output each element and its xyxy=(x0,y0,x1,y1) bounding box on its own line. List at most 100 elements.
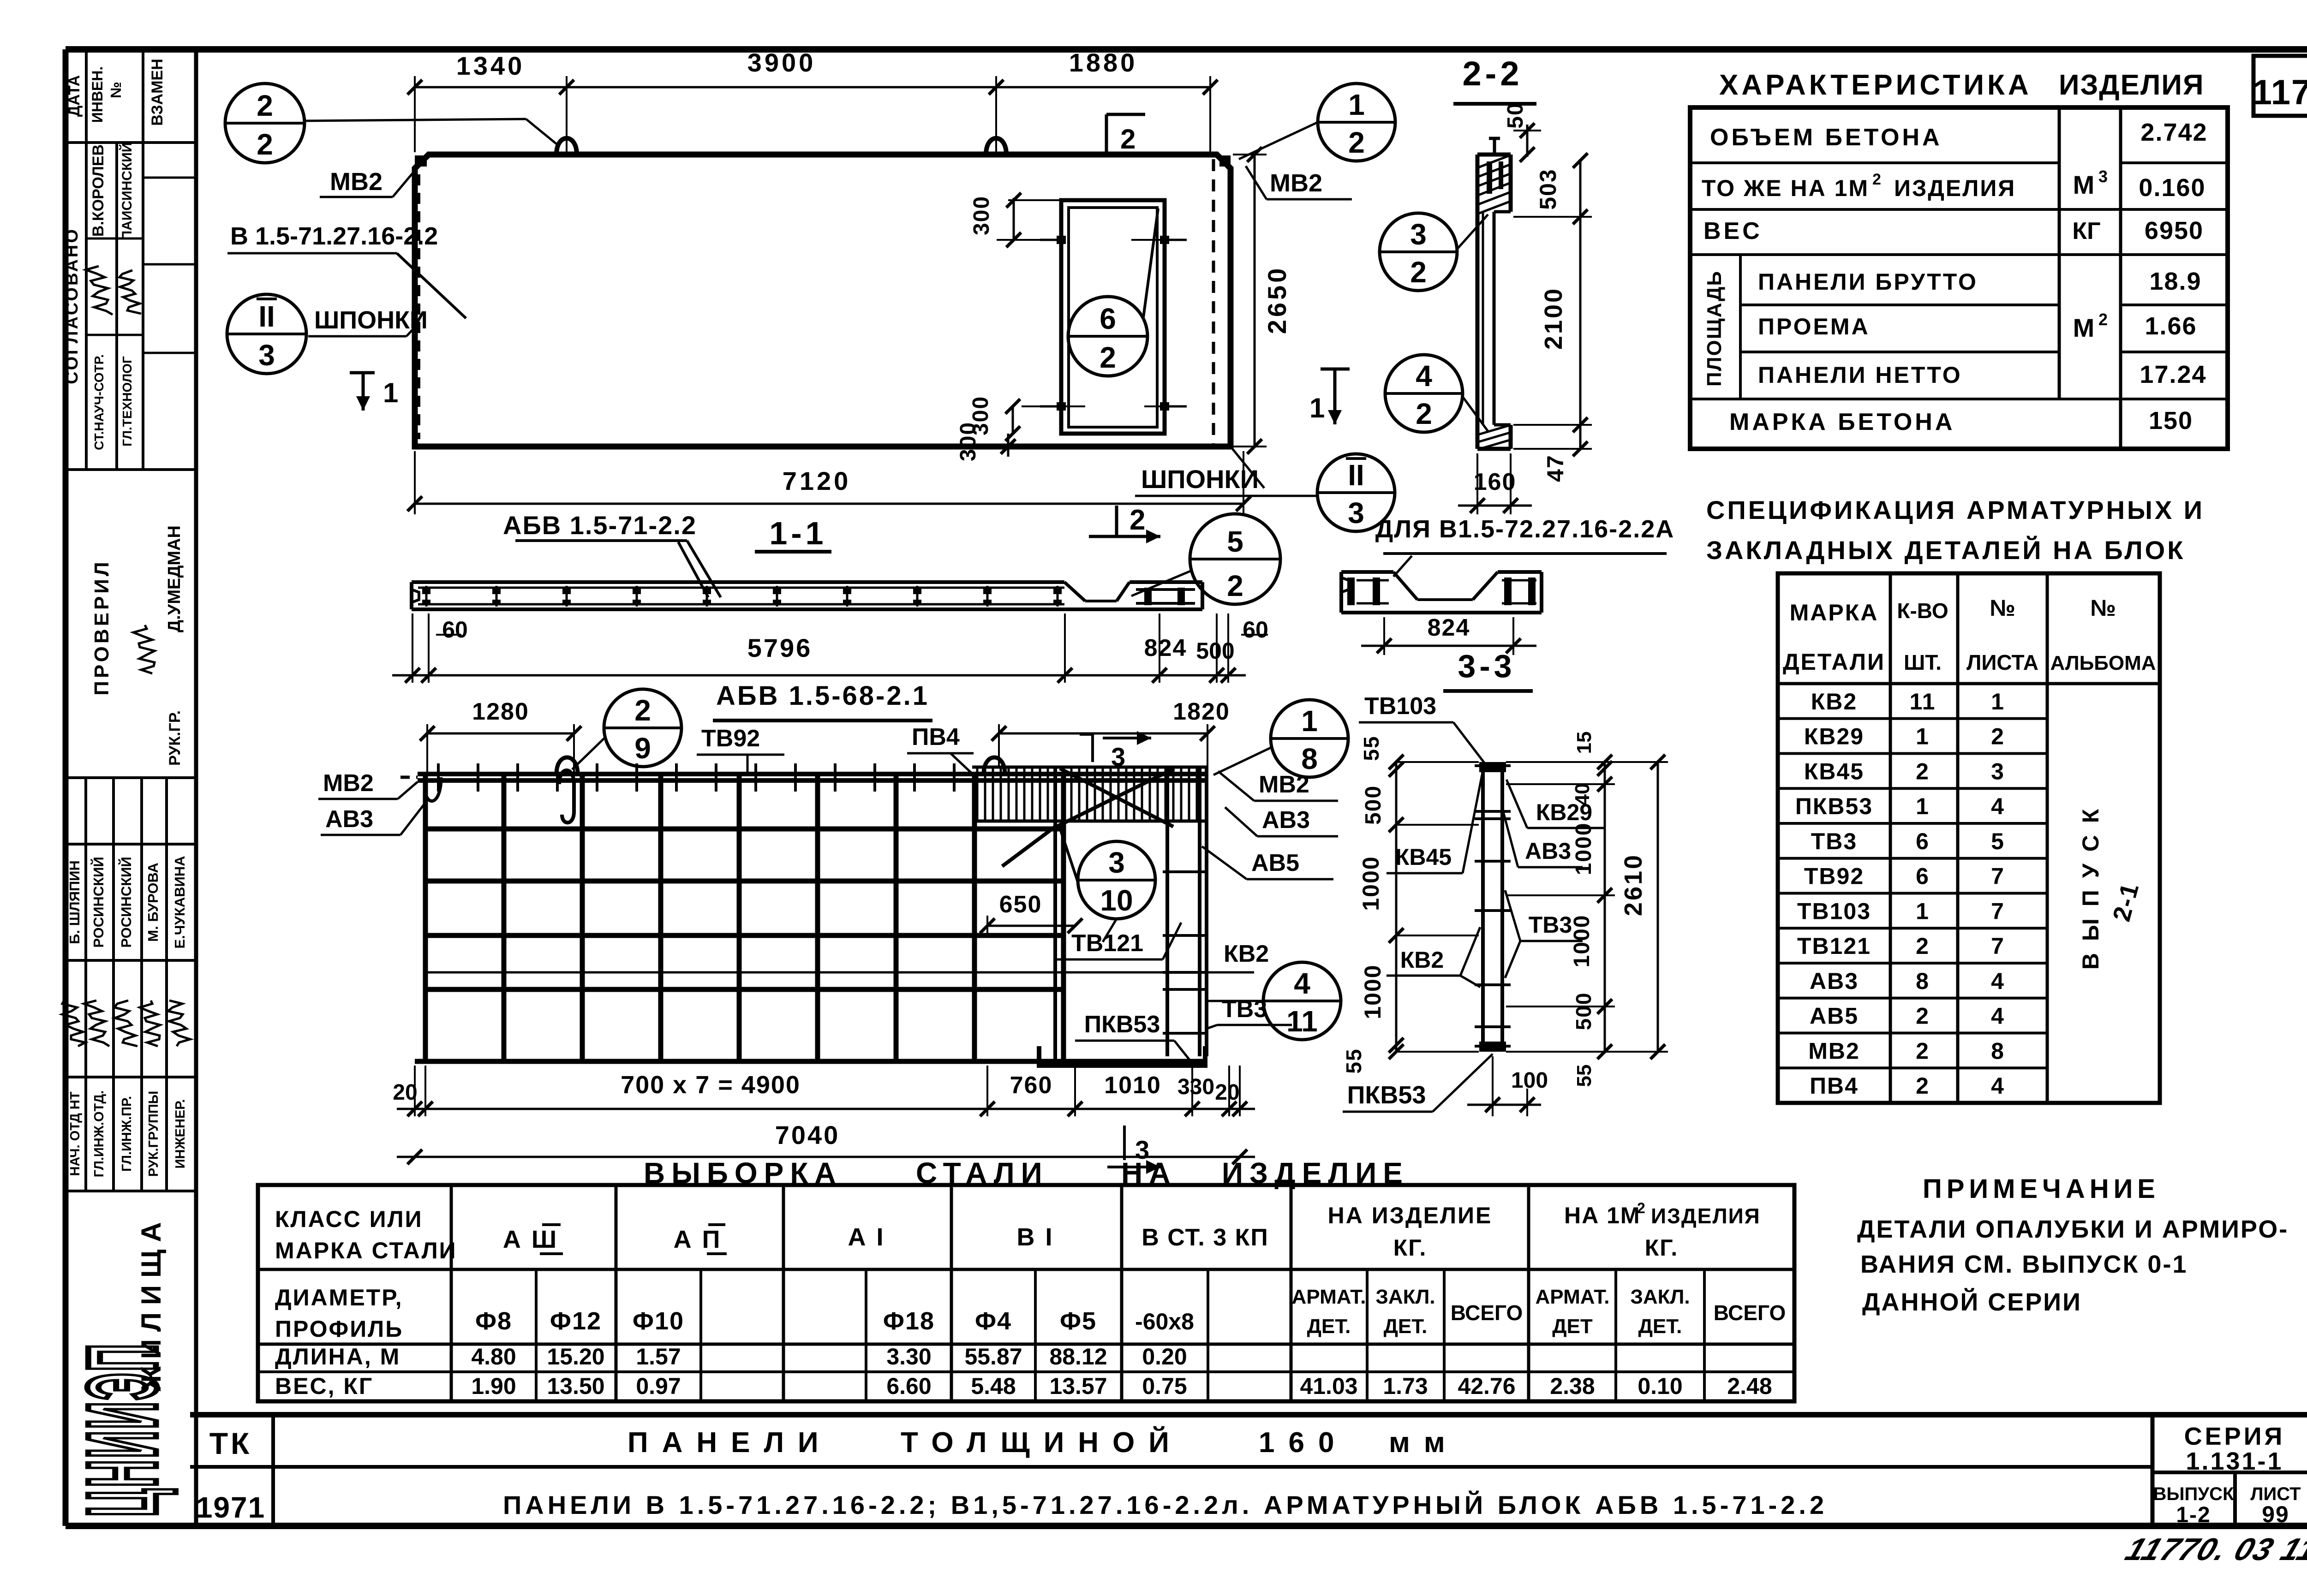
svg-text:-60x8: -60x8 xyxy=(1135,1309,1194,1334)
svg-text:ПЛОЩАДЬ: ПЛОЩАДЬ xyxy=(1703,270,1726,387)
svg-text:3.30: 3.30 xyxy=(886,1344,931,1370)
svg-text:ПВ4: ПВ4 xyxy=(912,724,960,750)
svg-text:7120: 7120 xyxy=(783,466,851,495)
svg-text:6: 6 xyxy=(1916,828,1930,854)
svg-text:5.48: 5.48 xyxy=(971,1373,1016,1399)
svg-text:ПКВ53: ПКВ53 xyxy=(1795,793,1873,819)
svg-text:1: 1 xyxy=(1348,88,1365,121)
svg-text:ЗАКЛАДНЫХ ДЕТАЛЕЙ НА БЛОК: ЗАКЛАДНЫХ ДЕТАЛЕЙ НА БЛОК xyxy=(1706,536,2185,565)
svg-text:1280: 1280 xyxy=(472,698,529,725)
svg-text:1.73: 1.73 xyxy=(1383,1373,1428,1399)
svg-text:ЛИСТ: ЛИСТ xyxy=(2250,1484,2301,1504)
svg-text:ИНЖЕНЕР.: ИНЖЕНЕР. xyxy=(173,1099,188,1169)
svg-text:8: 8 xyxy=(1916,968,1930,994)
svg-text:Ф18: Ф18 xyxy=(883,1307,935,1335)
svg-text:ПВ4: ПВ4 xyxy=(1810,1073,1859,1099)
svg-text:А Ш: А Ш xyxy=(503,1226,558,1253)
svg-text:17.24: 17.24 xyxy=(2140,361,2206,388)
svg-text:КВ45: КВ45 xyxy=(1804,758,1864,784)
svg-text:АБВ 1.5-71-2.2: АБВ 1.5-71-2.2 xyxy=(503,511,697,540)
svg-text:ПКВ53: ПКВ53 xyxy=(1084,1011,1160,1038)
svg-text:1: 1 xyxy=(1301,704,1318,738)
svg-text:ВАНИЯ СМ. ВЫПУСК 0-1: ВАНИЯ СМ. ВЫПУСК 0-1 xyxy=(1860,1251,2187,1278)
svg-text:ШПОНКИ: ШПОНКИ xyxy=(1141,465,1259,494)
svg-text:АВ3: АВ3 xyxy=(1262,807,1310,834)
svg-text:ГЛ.ТЕХНОЛОГ: ГЛ.ТЕХНОЛОГ xyxy=(120,356,134,447)
svg-text:ТК: ТК xyxy=(209,1426,252,1460)
svg-text:КВ2: КВ2 xyxy=(1811,689,1857,715)
svg-text:1000: 1000 xyxy=(1360,964,1386,1019)
svg-text:МВ2: МВ2 xyxy=(330,168,383,196)
svg-text:6: 6 xyxy=(1916,864,1930,889)
svg-text:ДЕТ.: ДЕТ. xyxy=(1384,1315,1428,1338)
svg-text:11770. 03 118: 11770. 03 118 xyxy=(2121,1531,2307,1567)
svg-text:5: 5 xyxy=(1227,525,1243,558)
svg-text:ДЕТ: ДЕТ xyxy=(1552,1315,1593,1338)
svg-text:6.60: 6.60 xyxy=(886,1373,931,1399)
svg-text:3: 3 xyxy=(1108,846,1125,879)
svg-text:2: 2 xyxy=(257,89,273,122)
svg-text:2: 2 xyxy=(2098,310,2108,329)
svg-text:ПКВ53: ПКВ53 xyxy=(1347,1081,1426,1109)
svg-text:15: 15 xyxy=(1573,732,1596,754)
svg-text:КЛАСС ИЛИ: КЛАСС ИЛИ xyxy=(275,1206,423,1232)
svg-text:МВ2: МВ2 xyxy=(323,770,374,797)
svg-text:ТВ3: ТВ3 xyxy=(1811,828,1857,854)
svg-text:1: 1 xyxy=(1991,689,2005,715)
svg-text:ДЛИНА, М: ДЛИНА, М xyxy=(275,1344,400,1370)
svg-text:6: 6 xyxy=(1100,302,1116,335)
svg-text:ВЕС: ВЕС xyxy=(1703,218,1763,244)
svg-text:40: 40 xyxy=(1571,783,1594,806)
svg-text:Ф4: Ф4 xyxy=(975,1307,1012,1335)
svg-text:ХАРАКТЕРИСТИКА: ХАРАКТЕРИСТИКА xyxy=(1719,69,2032,101)
svg-text:1: 1 xyxy=(383,377,398,408)
svg-text:2: 2 xyxy=(1100,341,1116,374)
svg-text:ШПОНКИ: ШПОНКИ xyxy=(314,306,428,334)
svg-text:4: 4 xyxy=(1991,1003,2005,1029)
svg-text:ТО ЖЕ НА 1М: ТО ЖЕ НА 1М xyxy=(1702,175,1869,201)
svg-text:0.10: 0.10 xyxy=(1638,1373,1682,1399)
svg-text:Ф10: Ф10 xyxy=(633,1307,684,1335)
svg-text:1.66: 1.66 xyxy=(2145,312,2197,340)
svg-text:КВ45: КВ45 xyxy=(1395,844,1452,870)
svg-text:СПЕЦИФИКАЦИЯ АРМАТУРНЫХ И: СПЕЦИФИКАЦИЯ АРМАТУРНЫХ И xyxy=(1706,495,2205,524)
svg-text:4: 4 xyxy=(1294,967,1310,1000)
svg-text:ИНВЕН.: ИНВЕН. xyxy=(89,66,106,123)
svg-text:2: 2 xyxy=(634,694,651,727)
svg-text:М: М xyxy=(2073,313,2095,342)
svg-text:2: 2 xyxy=(1130,504,1145,536)
svg-text:3: 3 xyxy=(1991,758,2005,784)
svg-text:2: 2 xyxy=(1410,256,1427,289)
svg-text:11: 11 xyxy=(1286,1005,1318,1038)
svg-text:ПРИМЕЧАНИЕ: ПРИМЕЧАНИЕ xyxy=(1923,1174,2160,1204)
svg-text:МВ2: МВ2 xyxy=(1808,1038,1860,1064)
svg-text:300: 300 xyxy=(968,396,993,435)
svg-text:4: 4 xyxy=(1991,793,2005,819)
svg-text:АРМАТ.: АРМАТ. xyxy=(1536,1286,1610,1308)
svg-text:20: 20 xyxy=(1215,1080,1239,1105)
svg-text:55: 55 xyxy=(1573,1065,1596,1087)
svg-text:КГ.: КГ. xyxy=(1393,1235,1427,1261)
svg-text:3: 3 xyxy=(1135,1135,1149,1164)
svg-text:МВ2: МВ2 xyxy=(1259,771,1309,798)
svg-text:7: 7 xyxy=(1991,898,2005,924)
svg-text:К-ВО: К-ВО xyxy=(1897,599,1948,623)
svg-text:42.76: 42.76 xyxy=(1458,1373,1515,1399)
svg-text:Ф5: Ф5 xyxy=(1060,1307,1097,1335)
svg-text:8: 8 xyxy=(1991,1038,2005,1064)
svg-text:2: 2 xyxy=(1916,1003,1930,1029)
svg-text:50: 50 xyxy=(1503,102,1528,128)
svg-text:ПРОФИЛЬ: ПРОФИЛЬ xyxy=(275,1316,403,1342)
svg-text:160: 160 xyxy=(1474,469,1517,495)
svg-text:АВ3: АВ3 xyxy=(1810,968,1859,994)
svg-text:6950: 6950 xyxy=(2145,217,2204,244)
svg-text:500: 500 xyxy=(1196,638,1234,664)
svg-text:5796: 5796 xyxy=(747,633,813,662)
svg-text:1-2: 1-2 xyxy=(2176,1503,2211,1527)
svg-text:1: 1 xyxy=(1916,793,1930,819)
svg-text:ТВ92: ТВ92 xyxy=(701,725,760,752)
svg-text:55: 55 xyxy=(1359,735,1383,761)
svg-text:300: 300 xyxy=(969,196,994,235)
svg-text:ИЗДЕЛИЯ: ИЗДЕЛИЯ xyxy=(2059,69,2205,101)
svg-text:2: 2 xyxy=(1120,124,1136,155)
